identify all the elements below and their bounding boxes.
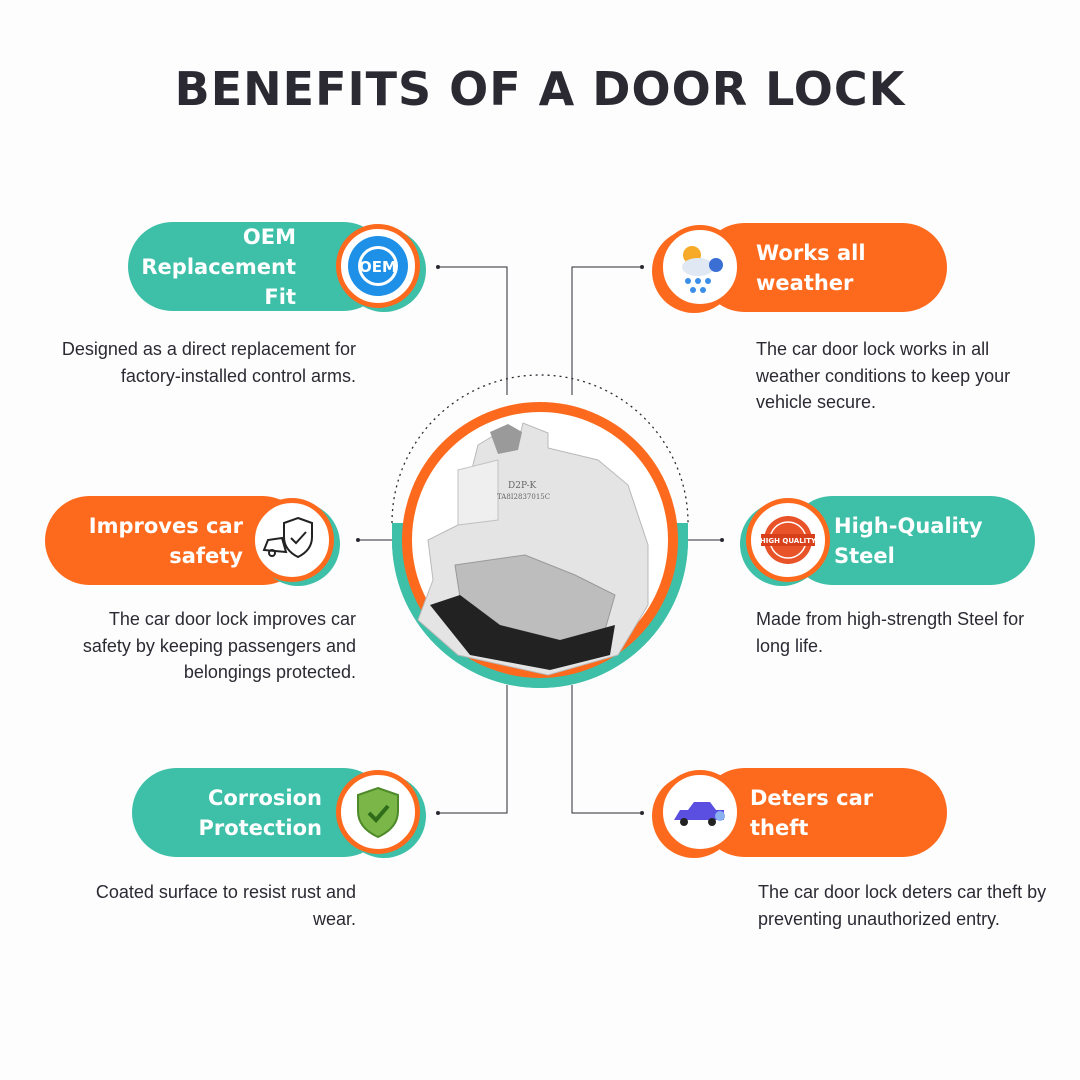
benefit-heading: OEM [242, 224, 296, 249]
connector-weather [571, 266, 642, 395]
benefit-description: Designed as a direct replacement for fac… [61, 339, 356, 386]
benefit-heading: theft [750, 815, 809, 840]
connector-theft [571, 685, 642, 814]
benefit-heading: High-Quality [834, 513, 983, 538]
benefit-oem-pill: OEM Replacement Fit [128, 222, 388, 311]
connector-oem [438, 266, 508, 395]
benefit-steel-pill: High-Quality Steel [788, 496, 1035, 585]
benefit-heading: Improves car [88, 513, 243, 538]
benefit-heading: Works all [756, 240, 866, 265]
benefit-description: The car door lock deters car theft by pr… [758, 882, 1047, 929]
benefit-heading: Corrosion [207, 785, 322, 810]
benefit-heading: weather [756, 270, 854, 295]
benefit-heading: Replacement Fit [141, 254, 296, 309]
oem-badge-icon: OEM [336, 224, 420, 308]
benefit-heading: Steel [834, 543, 895, 568]
page-title: BENEFITS OF A DOOR LOCK [174, 62, 906, 116]
svg-text:OEM: OEM [359, 258, 397, 276]
car-shield-icon [250, 498, 334, 582]
high-quality-seal-icon: HIGH QUALITY [746, 498, 830, 582]
door-lock-product-image: D2P-K TA8I2837015C [417, 422, 649, 676]
shield-check-icon [336, 770, 420, 854]
benefit-description: Made from high-strength Steel for long l… [756, 609, 1025, 656]
benefit-heading: Deters car [750, 785, 874, 810]
benefit-description: The car door lock improves car safety by… [82, 609, 356, 682]
benefit-description: The car door lock works in all weather c… [756, 339, 1011, 412]
benefit-description: Coated surface to resist rust and wear. [95, 882, 356, 929]
weather-icon [658, 225, 742, 309]
product-label: D2P-K [508, 481, 537, 491]
benefit-heading: safety [169, 543, 243, 568]
benefit-heading: Protection [198, 815, 322, 840]
car-theft-icon [658, 770, 742, 854]
product-part-number: TA8I2837015C [497, 493, 550, 501]
svg-text:HIGH QUALITY: HIGH QUALITY [760, 537, 817, 545]
product-circle: D2P-K TA8I2837015C [391, 374, 689, 688]
connector-corrosion [438, 685, 508, 814]
